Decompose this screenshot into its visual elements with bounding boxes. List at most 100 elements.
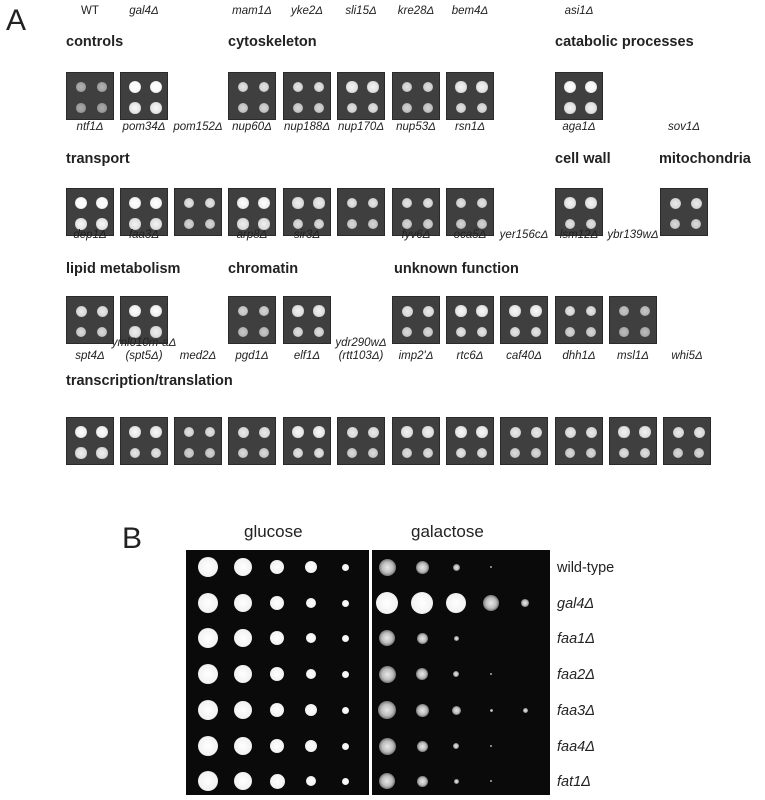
colony	[198, 771, 218, 791]
spot-tile	[228, 72, 276, 120]
strain-label: ydr290wΔ(rtt103Δ)	[335, 337, 387, 362]
colony-spot	[258, 426, 270, 438]
colony-spot	[346, 426, 358, 438]
colony-spot	[455, 305, 467, 317]
colony-spot	[313, 426, 325, 438]
colony	[305, 704, 317, 716]
colony-spot	[619, 306, 629, 316]
colony-spot	[564, 218, 576, 230]
colony-spot	[75, 326, 87, 338]
colony	[453, 635, 459, 641]
colony	[490, 780, 492, 782]
row-label-wild-type: wild-type	[557, 560, 615, 576]
colony	[306, 633, 316, 643]
spot-tile	[446, 188, 494, 236]
colony-spot	[564, 447, 576, 459]
colony-spot	[313, 81, 325, 93]
colony-spot	[639, 447, 651, 459]
colony-spot	[585, 447, 597, 459]
row-label-faa2: faa2Δ	[557, 667, 595, 683]
colony-spot	[75, 197, 87, 209]
colony-spot	[422, 218, 434, 230]
strain-label: sli15Δ	[345, 5, 377, 17]
strain-label: bem4Δ	[451, 5, 489, 17]
colony-spot	[476, 81, 488, 93]
colony-spot	[346, 81, 358, 93]
colony	[198, 664, 218, 684]
spot-tile	[555, 72, 603, 120]
colony-spot	[150, 218, 162, 230]
colony-spot	[476, 305, 488, 317]
colony	[270, 703, 284, 717]
colony	[341, 634, 349, 642]
strain-label: dep1Δ	[73, 229, 107, 241]
colony-spot	[150, 426, 162, 438]
row-label-gal4: gal4Δ	[557, 596, 595, 612]
colony-spot	[367, 81, 379, 93]
spot-tile	[337, 72, 385, 120]
spot-tile	[283, 296, 331, 344]
strain-label: elf1Δ	[293, 350, 321, 362]
colony-spot	[76, 103, 86, 113]
colony	[411, 592, 433, 614]
colony-spot	[509, 426, 521, 438]
colony-spot	[639, 426, 651, 438]
spot-tile	[392, 188, 440, 236]
colony-spot	[204, 197, 216, 209]
colony-spot	[237, 305, 249, 317]
colony-spot	[204, 426, 216, 438]
colony-spot	[258, 81, 270, 93]
colony	[341, 563, 349, 571]
colony-spot	[96, 326, 108, 338]
strain-label: ybr139wΔ	[607, 229, 659, 241]
colony	[341, 670, 349, 678]
colony-spot	[401, 218, 413, 230]
strain-label: sov1Δ	[667, 121, 700, 133]
spot-tile	[120, 188, 168, 236]
plate-glucose	[186, 550, 369, 795]
group-title-catabolic: catabolic processes	[555, 34, 694, 50]
colony	[379, 773, 395, 789]
spot-tile	[283, 417, 331, 465]
colony-spot	[585, 326, 597, 338]
strain-label: nup53Δ	[396, 121, 436, 133]
group-title-cell-wall: cell wall	[555, 151, 611, 167]
colony-spot	[150, 197, 162, 209]
colony-spot	[455, 447, 467, 459]
colony-spot	[422, 305, 434, 317]
colony-spot	[619, 327, 629, 337]
spot-tile	[609, 296, 657, 344]
colony-spot	[183, 426, 195, 438]
colony-spot	[455, 102, 467, 114]
spot-tile	[120, 72, 168, 120]
colony-spot	[75, 447, 87, 459]
colony	[270, 667, 284, 681]
strain-label: spt4Δ	[75, 350, 105, 362]
group-title-cytoskeleton: cytoskeleton	[228, 34, 317, 50]
colony-spot	[455, 197, 467, 209]
spot-tile	[555, 296, 603, 344]
strain-label: nup188Δ	[283, 121, 331, 133]
spot-tile	[500, 417, 548, 465]
colony-spot	[292, 326, 304, 338]
colony-spot	[129, 218, 141, 230]
group-title-transport: transport	[66, 151, 130, 167]
colony	[341, 599, 349, 607]
strain-label: yml010m-aΔ(spt5Δ)	[111, 337, 177, 362]
colony	[305, 561, 317, 573]
colony-spot	[96, 447, 108, 459]
colony-spot	[129, 447, 141, 459]
condition-label-galactose: galactose	[411, 522, 484, 541]
colony	[490, 745, 492, 747]
colony-spot	[346, 102, 358, 114]
strain-label: fyv6Δ	[401, 229, 431, 241]
strain-label: yke2Δ	[290, 5, 323, 17]
strain-label: msl1Δ	[617, 350, 649, 362]
colony-spot	[476, 218, 488, 230]
colony-spot	[129, 326, 141, 338]
colony-spot	[129, 197, 141, 209]
colony-spot	[258, 305, 270, 317]
spot-tile	[660, 188, 708, 236]
colony	[378, 737, 396, 755]
spot-tile	[228, 188, 276, 236]
